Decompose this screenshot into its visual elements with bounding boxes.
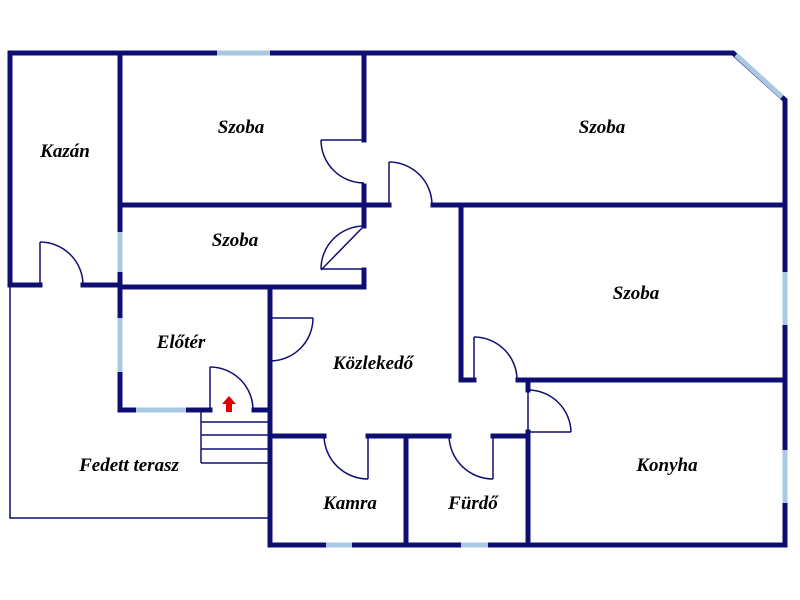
room-label-szoba-top-left: Szoba: [218, 117, 265, 138]
room-label-fedett-terasz: Fedett terasz: [78, 455, 179, 476]
door-furdo[interactable]: [448, 435, 494, 480]
door-konyha[interactable]: [527, 389, 572, 433]
room-label-konyha: Konyha: [635, 455, 698, 476]
door-entrance[interactable]: [209, 366, 254, 411]
windows: [117, 50, 788, 548]
door-kazan[interactable]: [39, 241, 84, 286]
door-szoba-top-left[interactable]: [320, 139, 365, 184]
room-label-szoba-middle-left: Szoba: [212, 230, 259, 251]
room-label-eloter: Előtér: [156, 332, 206, 353]
terrace-outline: [9, 285, 270, 519]
door-eloter-kozlekedo[interactable]: [269, 317, 314, 362]
up-arrow-icon: [222, 396, 236, 412]
room-label-kamra: Kamra: [322, 493, 377, 514]
door-szoba-top-right[interactable]: [388, 161, 433, 206]
door-szoba-middle-right[interactable]: [473, 336, 518, 381]
entrance-stairs: [200, 412, 268, 464]
room-label-kozlekedo: Közlekedő: [332, 353, 415, 374]
doors: [39, 139, 572, 480]
door-szoba-middle-left[interactable]: [320, 225, 365, 271]
room-label-szoba-middle-right: Szoba: [613, 283, 660, 304]
room-label-kazan: Kazán: [39, 141, 90, 162]
door-kamra[interactable]: [323, 435, 369, 480]
room-labels: Kazán Szoba Szoba Szoba Szoba Előtér Köz…: [39, 117, 698, 514]
room-label-furdo: Fürdő: [447, 493, 499, 514]
room-label-szoba-top-right: Szoba: [579, 117, 626, 138]
